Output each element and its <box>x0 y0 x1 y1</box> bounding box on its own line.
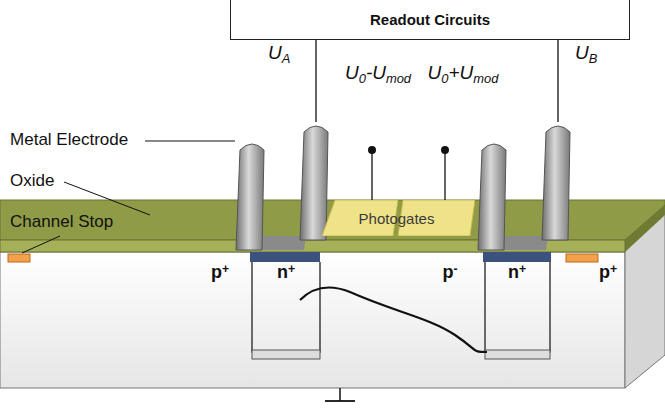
superscript: + <box>222 262 229 276</box>
node-text: Photogates <box>359 210 435 227</box>
part-name: Oxide <box>10 171 54 191</box>
signal-name: UA <box>268 42 290 65</box>
superscript: + <box>288 262 295 276</box>
well-bottom <box>485 350 550 359</box>
doping-label: p- <box>442 262 457 284</box>
part-name: Metal Electrode <box>10 130 128 150</box>
terminal-dot <box>441 146 449 154</box>
potential-curve <box>300 288 487 353</box>
subscript: B <box>589 51 598 66</box>
leader-line <box>145 141 235 142</box>
photogate-pair: Photogates <box>318 200 475 236</box>
wire <box>315 40 316 122</box>
node-text: Readout Circuits <box>370 11 490 28</box>
subscript: A <box>282 51 291 66</box>
signal-name: U0-Umod <box>345 62 411 85</box>
metal-electrode <box>300 126 328 240</box>
subscript: mod <box>473 71 498 86</box>
subscript: mod <box>386 71 411 86</box>
ground-symbol <box>339 388 341 401</box>
well-bottom <box>252 350 320 359</box>
wire <box>371 150 372 203</box>
superscript: - <box>453 262 457 276</box>
metal-electrode <box>478 144 506 250</box>
doping-label: p+ <box>211 262 229 284</box>
signal-name: UB <box>575 42 597 65</box>
leader-line <box>22 236 60 253</box>
terminal-dot <box>368 146 376 154</box>
metal-electrode <box>236 144 264 250</box>
doping-label: n+ <box>277 262 295 284</box>
doping-label: n+ <box>508 262 526 284</box>
electrode-trough <box>500 236 548 250</box>
part-name: Channel Stop <box>10 212 113 232</box>
doping-label: p+ <box>599 262 617 284</box>
ground-symbol <box>325 400 355 402</box>
leader-line <box>64 182 150 215</box>
substrate-front <box>0 252 625 388</box>
wire <box>557 40 558 122</box>
readout-box: Readout Circuits <box>230 0 630 40</box>
n-well <box>252 262 320 352</box>
electrode-trough <box>258 236 306 250</box>
metal-electrode <box>542 126 570 240</box>
subscript: 0 <box>359 71 366 86</box>
n-contact <box>250 252 320 262</box>
n-well <box>485 262 550 352</box>
n-contact <box>483 252 551 262</box>
signal-name: U0+Umod <box>428 62 499 85</box>
channel-stop <box>566 254 598 262</box>
superscript: + <box>519 262 526 276</box>
superscript: + <box>610 262 617 276</box>
channel-stop <box>8 254 30 262</box>
subscript: 0 <box>441 71 448 86</box>
wire <box>444 150 445 203</box>
